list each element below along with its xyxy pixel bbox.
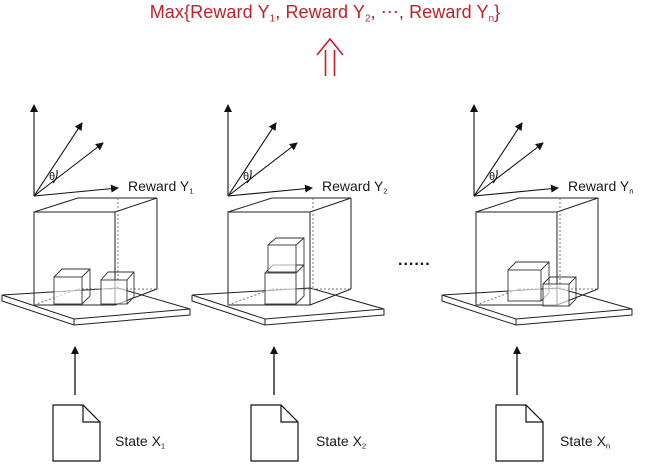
reward-axes xyxy=(30,104,119,197)
panel-2: θ xyxy=(191,104,385,462)
packed-boxes xyxy=(507,261,577,307)
reward-label-1: Reward Y1 xyxy=(128,178,194,196)
panel-n: θ xyxy=(441,104,633,462)
objective-suffix: } xyxy=(494,2,501,22)
objective-ellipsis: ⋯ xyxy=(380,2,399,22)
panel-1: θ xyxy=(1,104,191,462)
document-icon xyxy=(52,404,101,462)
state-label-1: State X1 xyxy=(115,433,166,451)
document-icon xyxy=(250,404,299,462)
container-box xyxy=(1,197,191,326)
objective-prefix: Max{ xyxy=(149,2,191,22)
objective-term-1: Reward Y1 xyxy=(190,2,276,25)
reward-label-n: Reward Yn xyxy=(568,178,634,196)
objective-formula: Max{Reward Y1, Reward Y2, ⋯, Reward Yn} xyxy=(149,2,501,25)
container-box xyxy=(441,197,633,326)
pallet xyxy=(1,287,191,320)
state-label-2: State X2 xyxy=(316,433,367,451)
reward-label-2: Reward Y2 xyxy=(322,178,388,196)
theta-symbol: θ xyxy=(243,171,249,183)
reward-axes xyxy=(470,104,559,197)
reward-axes xyxy=(224,104,313,197)
objective-term-2: Reward Y2 xyxy=(285,2,371,25)
implies-arrow xyxy=(316,37,344,76)
packed-boxes xyxy=(53,268,135,305)
document-icon xyxy=(495,404,544,462)
state-label-n: State Xn xyxy=(560,433,611,451)
theta-symbol: θ xyxy=(489,171,495,183)
theta-symbol: θ xyxy=(49,171,55,183)
objective-term-n: Reward Yn xyxy=(409,2,495,25)
panels-ellipsis: ...... xyxy=(398,252,431,269)
packed-boxes xyxy=(264,237,305,305)
